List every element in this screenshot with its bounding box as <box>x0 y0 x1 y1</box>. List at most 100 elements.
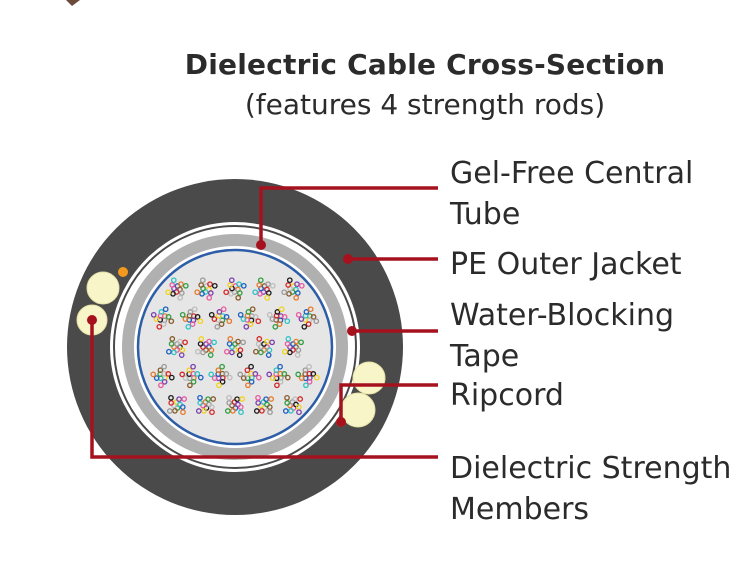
fiber-strand <box>265 281 271 288</box>
water-blocking-tape-line <box>113 225 357 469</box>
fiber-strand <box>287 349 293 356</box>
fiber-strand <box>272 323 279 330</box>
fiber-bundle <box>208 363 233 389</box>
fiber-strand <box>240 339 246 346</box>
fiber-strand <box>310 314 317 320</box>
fiber-strand <box>303 309 310 315</box>
fiber-strand <box>284 394 290 401</box>
fiber-strand <box>274 309 281 315</box>
fiber-strand <box>210 396 217 402</box>
fiber-strand <box>190 363 196 370</box>
fiber-strand <box>226 318 233 325</box>
fiber-strand <box>284 400 291 406</box>
fiber-strand <box>178 352 185 358</box>
label-ripcord: Ripcord <box>450 378 564 413</box>
fiber-strand <box>165 371 172 377</box>
fiber-bundle <box>179 363 204 389</box>
fiber-strand <box>209 409 215 416</box>
fiber-strand <box>296 409 302 416</box>
fiber-strand <box>206 294 213 301</box>
fiber-strand <box>264 294 271 301</box>
fiber-strand <box>282 408 289 414</box>
fiber-strand <box>185 323 192 330</box>
fiber-strand <box>273 367 280 374</box>
fiber-strand <box>307 306 314 313</box>
fiber-strand <box>186 367 193 374</box>
fiber-strand <box>216 382 222 389</box>
fiber-strand <box>281 371 288 377</box>
fiber-strand <box>286 277 293 284</box>
fiber-bundle <box>150 306 175 330</box>
fiber-strand <box>168 318 175 325</box>
fiber-strand <box>156 323 163 330</box>
fiber-strand <box>284 318 291 325</box>
strength-member-4 <box>340 392 376 428</box>
fiber-strand <box>244 367 251 374</box>
fiber-strand <box>255 394 261 401</box>
fiber-strand <box>239 396 246 402</box>
label-outer-jacket: PE Outer Jacket <box>450 247 682 282</box>
fiber-strand <box>179 311 186 318</box>
fiber-strand <box>198 336 205 342</box>
fiber-strand <box>236 281 242 288</box>
fiber-strand <box>169 282 176 288</box>
fiber-strand <box>274 382 280 389</box>
fiber-strand <box>236 290 243 296</box>
fiber-strand <box>182 316 189 322</box>
fiber-strand <box>255 341 262 347</box>
fiber-strand <box>208 347 215 353</box>
fiber-strand <box>187 309 194 315</box>
fiber-strand <box>255 318 262 325</box>
fiber-strand <box>211 375 218 381</box>
fiber-strand <box>298 375 305 381</box>
fiber-strand <box>182 339 188 346</box>
fiber-bundle <box>295 306 320 330</box>
fiber-strand <box>168 400 175 406</box>
fiber-strand <box>265 352 272 358</box>
fiber-strand <box>224 408 231 414</box>
fiber-strand <box>248 363 254 370</box>
fiber-bundle <box>266 306 291 330</box>
fiber-strand <box>277 363 283 370</box>
fiber-strand <box>226 394 232 401</box>
fiber-bundle <box>179 306 204 330</box>
fiber-strand <box>187 382 193 389</box>
leader-dot-outer-jacket <box>343 254 353 264</box>
label-strength-members: Dielectric Strength Members <box>450 451 732 527</box>
fiber-strand <box>169 336 176 342</box>
fiber-strand <box>278 306 285 313</box>
fiber-strand <box>219 378 226 385</box>
fiber-bundle <box>208 306 233 330</box>
fiber-bundle <box>195 394 217 416</box>
fiber-strand <box>294 281 300 288</box>
diagram-title: Dielectric Cable Cross-Section <box>184 48 666 81</box>
fiber-strand <box>215 367 222 374</box>
fiber-strand <box>298 316 305 322</box>
fiber-strand <box>259 407 265 414</box>
leader-dot-strength-members <box>87 315 97 325</box>
fiber-strand <box>211 282 218 289</box>
fiber-strand <box>298 282 305 289</box>
fiber-strand <box>303 382 309 389</box>
fiber-strand <box>248 378 255 385</box>
fiber-strand <box>150 371 157 378</box>
fiber-strand <box>216 309 223 315</box>
fiber-strand <box>252 371 259 377</box>
fiber-strand <box>182 282 189 289</box>
fiber-strand <box>237 311 244 318</box>
fiber-strand <box>176 396 182 403</box>
fiber-strand <box>253 408 260 414</box>
fiber-strand <box>240 282 247 289</box>
fiber-strand <box>162 306 169 313</box>
strength-member-3 <box>352 361 386 395</box>
fiber-strand <box>256 336 263 342</box>
fiber-strand <box>281 289 288 296</box>
fiber-strand <box>171 349 177 356</box>
fiber-strand <box>306 378 313 385</box>
fiber-strand <box>161 363 167 370</box>
fiber-strand <box>295 404 302 410</box>
fiber-bundle <box>166 394 188 416</box>
fiber-strand <box>269 282 276 289</box>
leader-dot-central-tube <box>256 240 266 250</box>
fiber-strand <box>237 347 244 353</box>
